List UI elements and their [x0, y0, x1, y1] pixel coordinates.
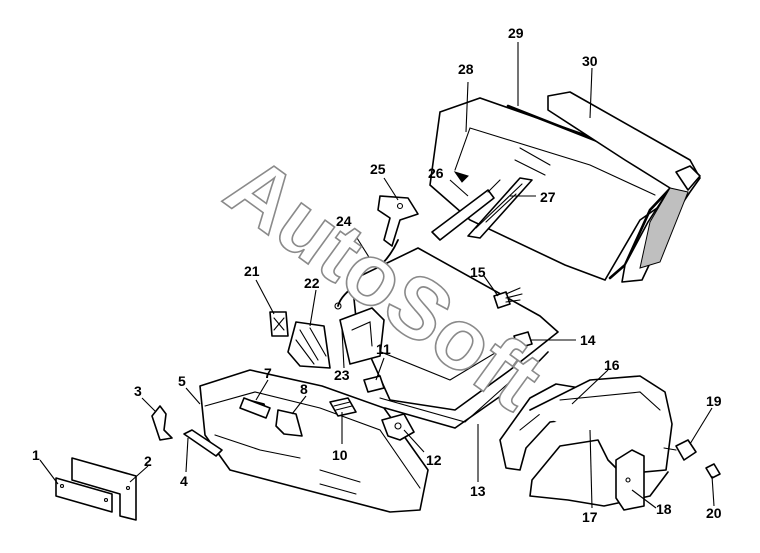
callout-label: 13	[470, 483, 486, 499]
callout-label: 25	[370, 161, 386, 177]
callout-label: 28	[458, 61, 474, 77]
wiper-arm	[467, 177, 533, 239]
hood-clip	[363, 375, 385, 393]
headlight-main	[287, 321, 331, 369]
callout-label: 16	[604, 357, 620, 373]
callout-label: 18	[656, 501, 672, 517]
callout-label: 2	[144, 453, 152, 469]
callout-label: 27	[540, 189, 556, 205]
callout-label: 8	[300, 381, 308, 397]
callout-label: 29	[508, 25, 524, 41]
callout-label: 24	[336, 213, 352, 229]
callout-label: 10	[332, 447, 348, 463]
side-marker-lamp	[663, 439, 697, 461]
callout-label: 15	[470, 264, 486, 280]
callout-label: 7	[264, 365, 272, 381]
license-plate-front	[55, 477, 113, 513]
callout-label: 5	[178, 373, 186, 389]
callout-label: 3	[134, 383, 142, 399]
callout-label: 30	[582, 53, 598, 69]
bumper-bracket	[239, 397, 271, 419]
callout-label: 14	[580, 332, 596, 348]
hood-latch	[381, 413, 415, 441]
windshield-frame	[547, 91, 701, 283]
hood-hinge	[377, 195, 419, 247]
leader-lines	[39, 42, 715, 509]
callout-label: 26	[428, 165, 444, 181]
bumper-trim	[183, 429, 223, 457]
callout-label: 21	[244, 263, 260, 279]
callout-label: 1	[32, 447, 40, 463]
grille-insert	[329, 397, 357, 417]
callout-label: 12	[426, 452, 442, 468]
callout-label: 11	[376, 341, 391, 357]
callout-label: 19	[706, 393, 722, 409]
callout-label: 4	[180, 473, 188, 489]
callout-label: 22	[304, 275, 320, 291]
callout-labels: 1 2 3 4 5 7 8 10 11 12 13 14 15 16 17 18…	[32, 25, 722, 525]
callout-label: 17	[582, 509, 598, 525]
marker-bulb	[705, 463, 721, 479]
hood-seal	[384, 351, 549, 429]
wiper-cylinder	[431, 179, 501, 241]
callout-label: 23	[334, 367, 350, 383]
corner-bracket	[151, 405, 173, 441]
callout-label: 20	[706, 505, 722, 521]
headlight-bracket	[339, 307, 385, 365]
hood-lock	[513, 331, 533, 349]
headlight-small	[269, 311, 289, 337]
mud-flap	[615, 449, 645, 511]
